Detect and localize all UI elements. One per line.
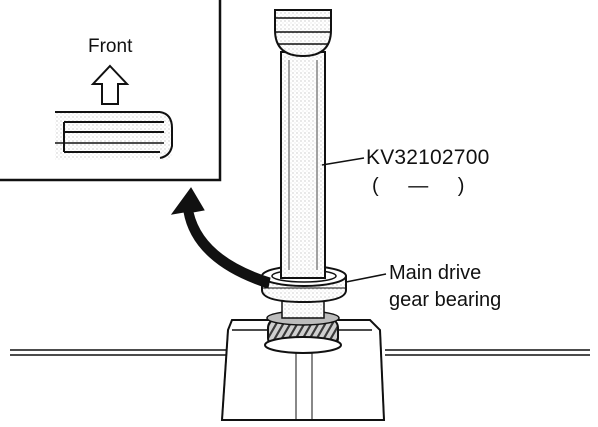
leader-lines	[321, 157, 387, 283]
bearing-profile-detail	[55, 111, 173, 160]
tool-alt-number-label: ( — )	[372, 175, 465, 197]
press-table	[10, 349, 590, 356]
front-label: Front	[88, 36, 133, 57]
front-arrow-icon	[90, 64, 130, 105]
support-block	[220, 319, 386, 421]
curved-arrow-icon	[170, 187, 271, 289]
tool-number-label: KV32102700	[366, 146, 490, 169]
inset-box	[0, 0, 222, 182]
press-tool	[274, 9, 332, 279]
bearing-label-line2: gear bearing	[389, 289, 502, 311]
main-drive-gear	[264, 297, 342, 354]
bearing-label-line1: Main drive	[389, 262, 482, 284]
